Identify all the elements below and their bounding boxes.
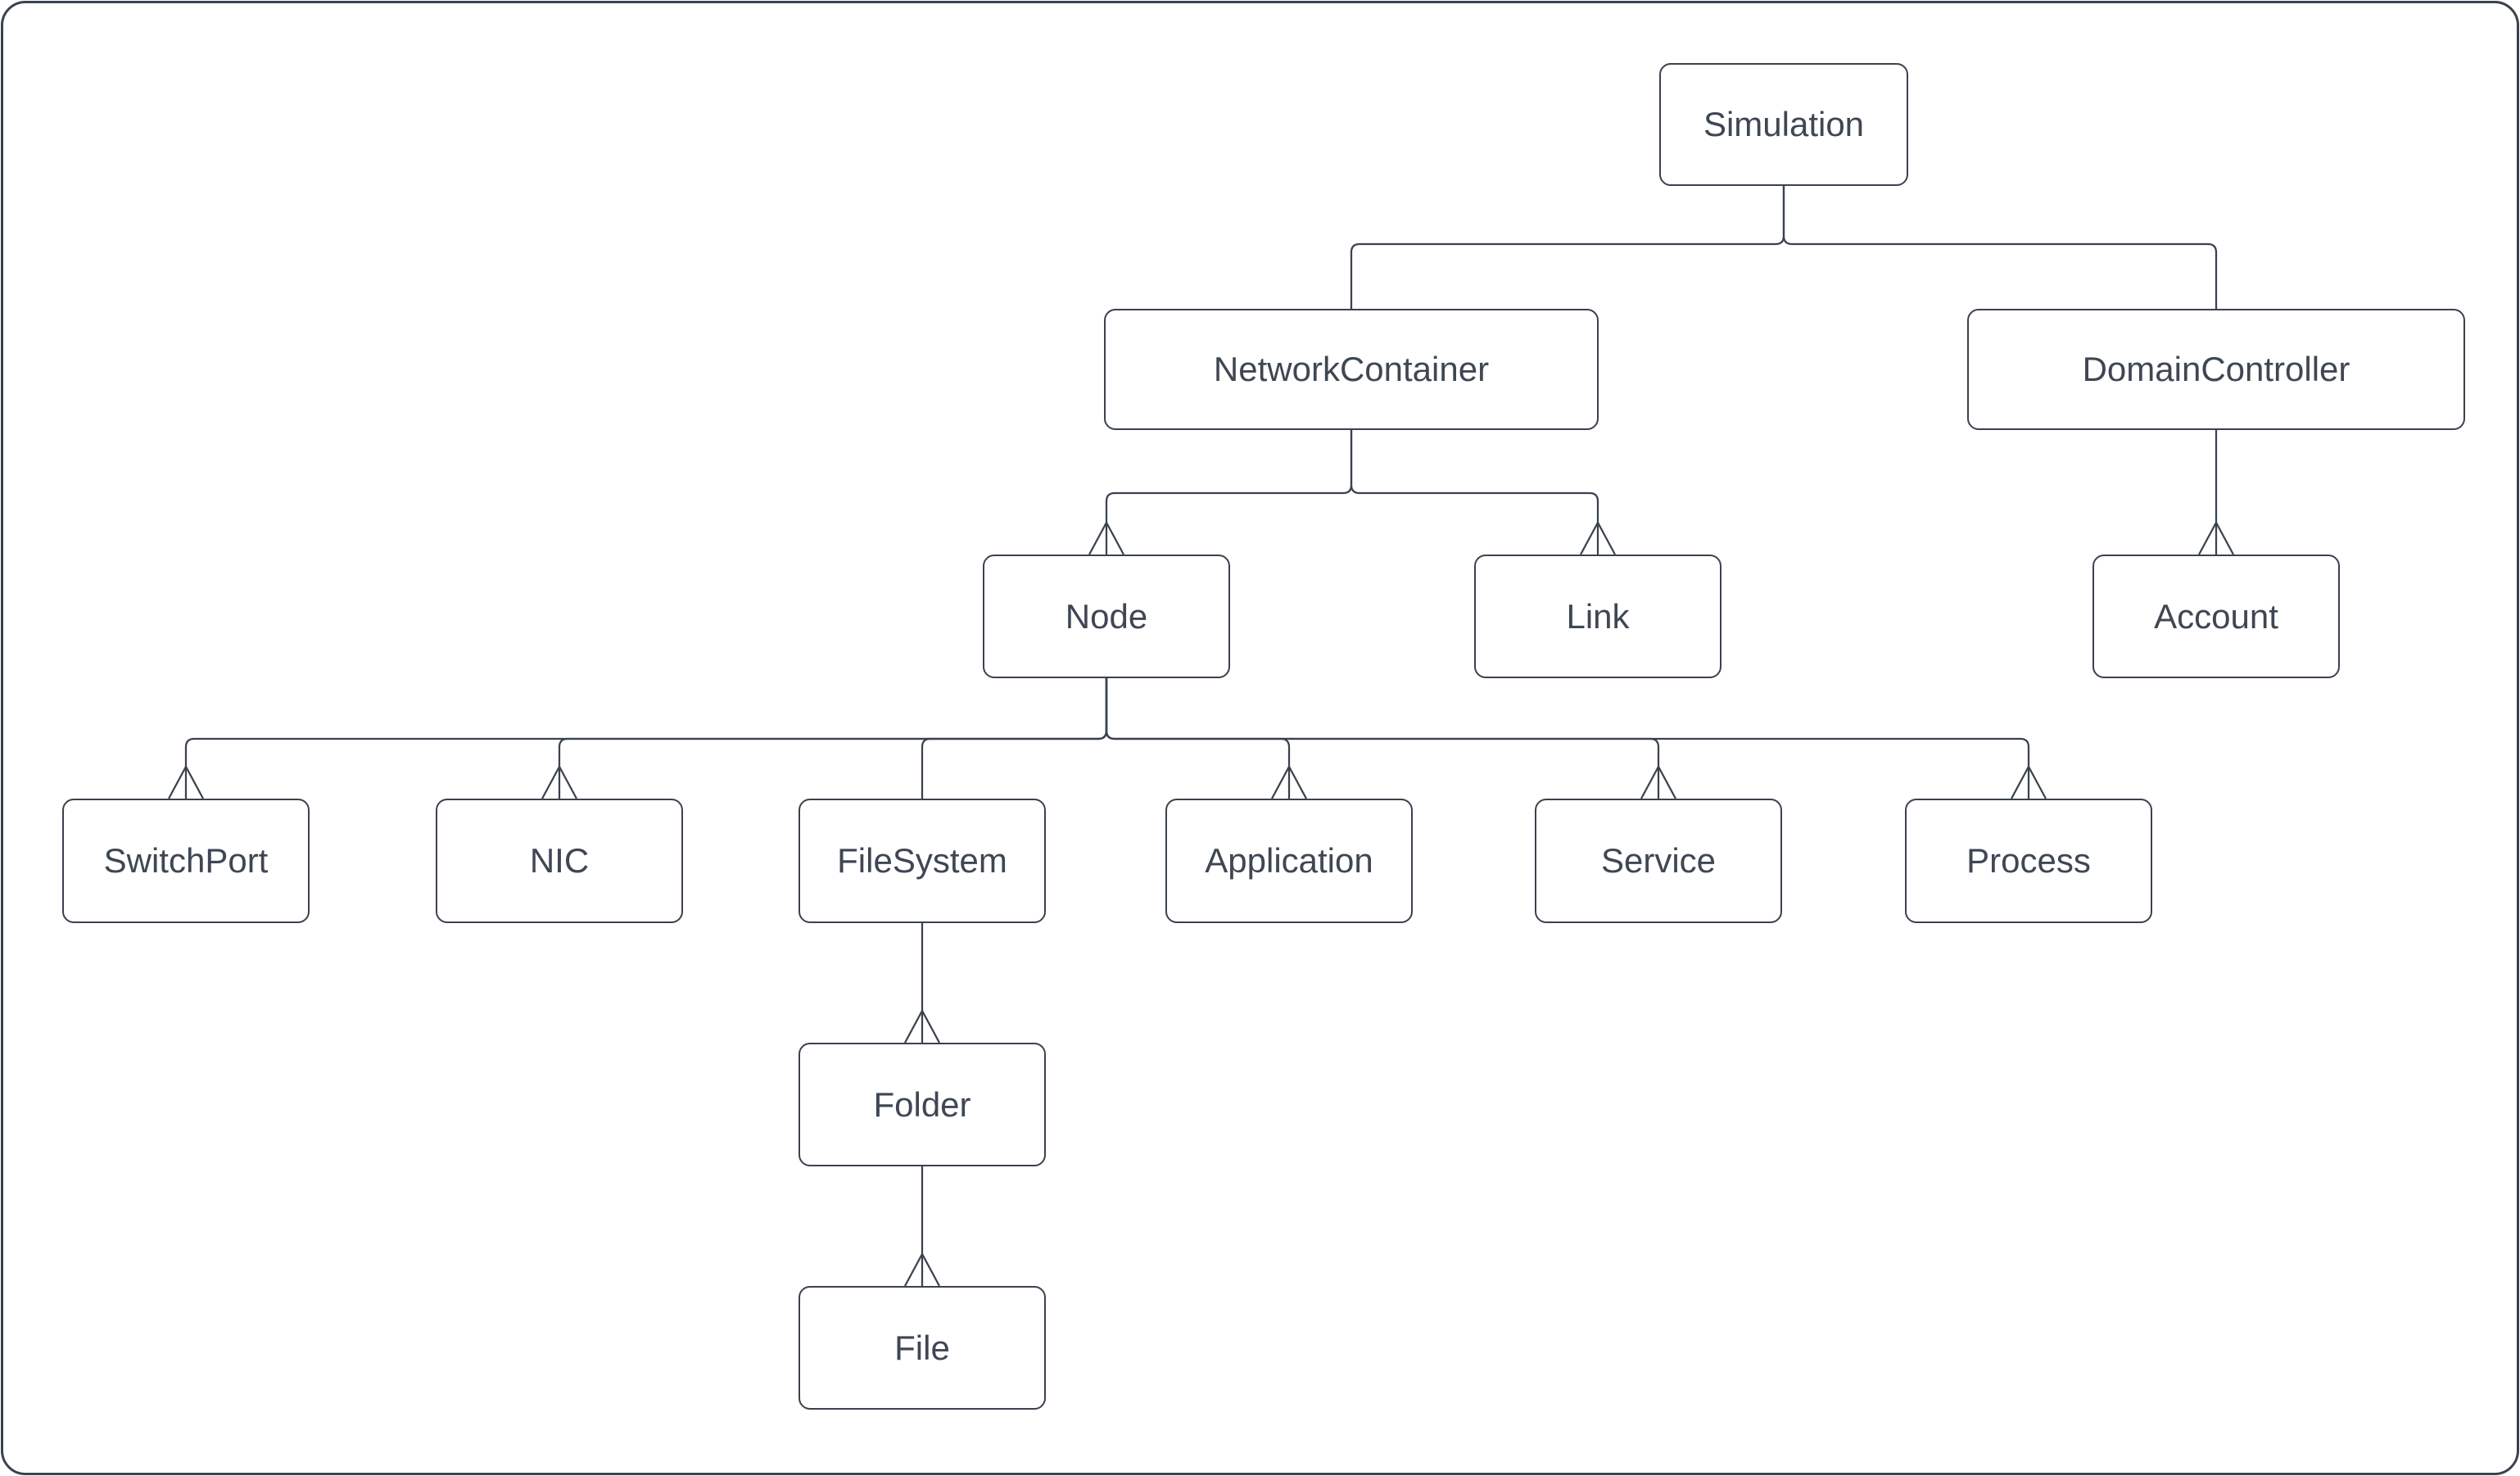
shape-account[interactable]: Account (2092, 555, 2340, 678)
shape-simulation[interactable]: Simulation (1659, 63, 1908, 186)
crowfoot-icon-switchport (168, 764, 204, 799)
crowfoot-icon-service (1640, 764, 1676, 799)
shape-filesystem[interactable]: FileSystem (799, 799, 1046, 923)
shape-service[interactable]: Service (1535, 799, 1782, 923)
edge-node-process (1105, 677, 2030, 799)
edge-networkcontainer-node (1105, 430, 1353, 555)
shape-domaincontroller[interactable]: DomainController (1967, 309, 2465, 430)
shape-label: SwitchPort (103, 841, 269, 880)
shape-label: Service (1600, 841, 1717, 880)
shape-label: Application (1205, 841, 1373, 880)
crowfoot-icon-file (904, 1252, 940, 1287)
shape-label: File (894, 1328, 950, 1367)
shape-label: FileSystem (837, 841, 1007, 880)
crowfoot-icon-process (2011, 764, 2047, 799)
shape-label: Node (1065, 596, 1148, 636)
edge-simulation-networkcontainer (1350, 186, 1785, 309)
edge-networkcontainer-link (1350, 430, 1599, 555)
shape-process[interactable]: Process (1905, 799, 2152, 923)
shape-application[interactable]: Application (1165, 799, 1413, 923)
crowfoot-icon-node (1088, 520, 1124, 555)
shape-label: NIC (529, 841, 590, 880)
crowfoot-icon-link (1580, 520, 1616, 555)
shape-file[interactable]: File (799, 1286, 1046, 1410)
shape-nic[interactable]: NIC (436, 799, 683, 923)
shape-switchport[interactable]: SwitchPort (62, 799, 310, 923)
shape-label: NetworkContainer (1213, 350, 1490, 388)
shape-networkcontainer[interactable]: NetworkContainer (1104, 309, 1599, 430)
shape-link[interactable]: Link (1474, 555, 1721, 678)
shape-label: Process (1966, 841, 2091, 880)
shape-folder[interactable]: Folder (799, 1043, 1046, 1166)
shape-label: DomainController (2082, 350, 2350, 388)
shape-label: Folder (873, 1084, 971, 1124)
edge-node-filesystem (921, 677, 1108, 799)
crowfoot-icon-account (2198, 520, 2234, 555)
shape-label: Link (1566, 596, 1630, 636)
edge-simulation-domaincontroller (1782, 186, 2218, 309)
shape-label: Account (2154, 596, 2278, 636)
shape-label: Simulation (1703, 105, 1865, 143)
crowfoot-icon-nic (541, 764, 577, 799)
shape-node[interactable]: Node (983, 555, 1230, 678)
crowfoot-icon-application (1271, 764, 1307, 799)
crowfoot-icon-folder (904, 1008, 940, 1044)
